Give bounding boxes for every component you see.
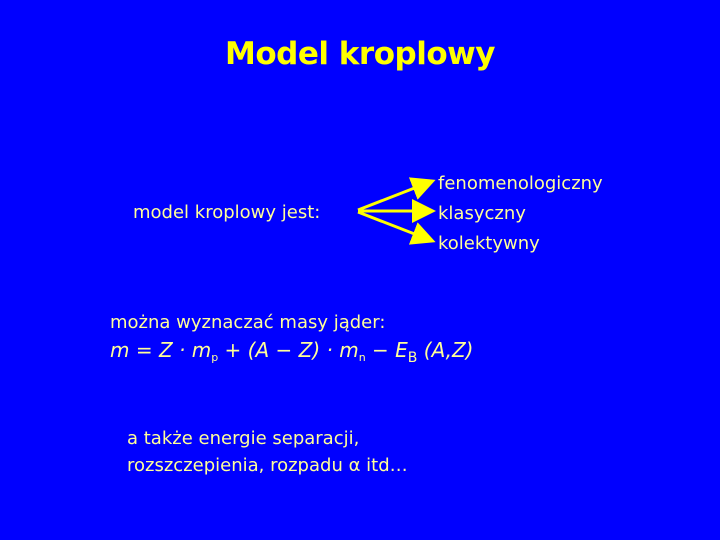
formula-eq: = Z · m xyxy=(129,338,212,362)
formula-mp-sub: p xyxy=(211,351,219,364)
formula-args: (A,Z) xyxy=(417,338,474,362)
formula-minus: − E xyxy=(365,338,408,362)
arrow-to-fenomenologiczny xyxy=(357,177,436,212)
arrow-to-kolektywny xyxy=(357,210,436,245)
option-kolektywny: kolektywny xyxy=(438,233,540,254)
formula-mid: + (A − Z) · m xyxy=(218,338,359,362)
lead-text: model kroplowy jest: xyxy=(133,202,321,223)
also-text-line1: a także energie separacji, xyxy=(127,428,360,449)
option-fenomenologiczny: fenomenologiczny xyxy=(438,173,603,194)
mass-formula: m = Z · mp + (A − Z) · mn − EB (A,Z) xyxy=(110,338,473,366)
formula-m: m xyxy=(110,338,130,362)
option-klasyczny: klasyczny xyxy=(438,203,526,224)
formula-eb-sub: B xyxy=(407,350,418,366)
slide-title: Model kroplowy xyxy=(225,36,495,72)
branch-arrows-icon xyxy=(357,177,436,245)
formula-mn-sub: n xyxy=(358,351,366,364)
also-text-line2: rozszczepienia, rozpadu α itd… xyxy=(127,455,408,476)
mass-intro-text: można wyznaczać masy jąder: xyxy=(110,312,386,333)
